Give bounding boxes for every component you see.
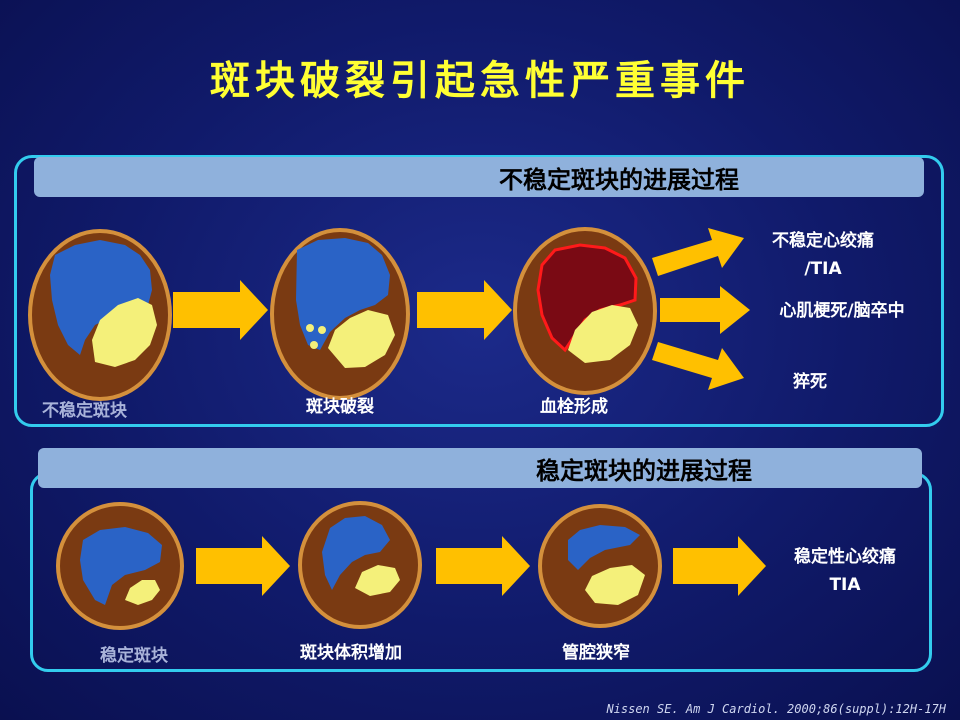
outcome-arrow (660, 286, 750, 334)
outcome-unstable-angina-line2: /TIA (804, 259, 842, 279)
lipid-core (568, 305, 638, 363)
vessel-lumen (296, 238, 390, 350)
outcome-mi-stroke: 心肌梗死/脑卒中 (779, 301, 905, 321)
plaque-rupture-vessel (270, 228, 410, 400)
narrowed-lumen-vessel (538, 504, 662, 628)
outcome-stable-angina: 稳定性心绞痛 TIA (770, 543, 920, 599)
unstable-header-bar: 不稳定斑块的进展过程 (34, 157, 924, 197)
stage-label-lumen-narrowing: 管腔狭窄 (562, 643, 630, 663)
debris-dot (306, 324, 314, 332)
vessel-lumen (568, 525, 640, 570)
stable-header-text: 稳定斑块的进展过程 (536, 455, 752, 485)
debris-dot (318, 326, 326, 334)
outcome-stable-angina-line1: 稳定性心绞痛 (794, 547, 896, 567)
outcome-arrow (652, 228, 744, 276)
stage-arrow (196, 536, 290, 596)
citation: Nissen SE. Am J Cardiol. 2000;86(suppl):… (606, 702, 946, 716)
debris-dot (310, 341, 318, 349)
vessel-lumen (80, 527, 162, 605)
stage-arrow (173, 280, 268, 340)
outcome-arrow (673, 536, 766, 596)
vessel-lumen (322, 516, 390, 590)
lipid-core (328, 310, 395, 368)
stage-label-plaque-growth: 斑块体积增加 (300, 643, 402, 663)
stable-plaque-vessel (56, 502, 184, 630)
outcome-arrow (652, 342, 744, 390)
outcome-unstable-angina-line1: 不稳定心绞痛 (772, 231, 874, 251)
lipid-core (125, 580, 160, 605)
outcome-unstable-angina: 不稳定心绞痛 /TIA (748, 227, 898, 283)
vessel-lumen (50, 240, 152, 355)
unstable-header-text: 不稳定斑块的进展过程 (499, 164, 739, 194)
unstable-plaque-vessel (28, 229, 172, 401)
outcome-stable-angina-line2: TIA (829, 575, 861, 595)
stage-label-unstable-plaque: 不稳定斑块 (42, 401, 127, 421)
stable-header-bar: 稳定斑块的进展过程 (38, 448, 922, 488)
enlarged-plaque-vessel (298, 501, 422, 629)
lipid-core (92, 298, 157, 367)
stage-label-stable-plaque: 稳定斑块 (100, 646, 168, 666)
stage-arrow (436, 536, 530, 596)
stage-arrow (417, 280, 512, 340)
outcome-sudden-death: 猝死 (793, 372, 827, 392)
stage-label-thrombus: 血栓形成 (540, 397, 608, 417)
stage-label-plaque-rupture: 斑块破裂 (306, 397, 374, 417)
thrombus-vessel (513, 227, 657, 395)
lipid-core (355, 565, 400, 596)
unstable-progression-panel (14, 155, 944, 427)
lipid-core (585, 565, 645, 605)
slide-title: 斑块破裂引起急性严重事件 (210, 57, 750, 104)
